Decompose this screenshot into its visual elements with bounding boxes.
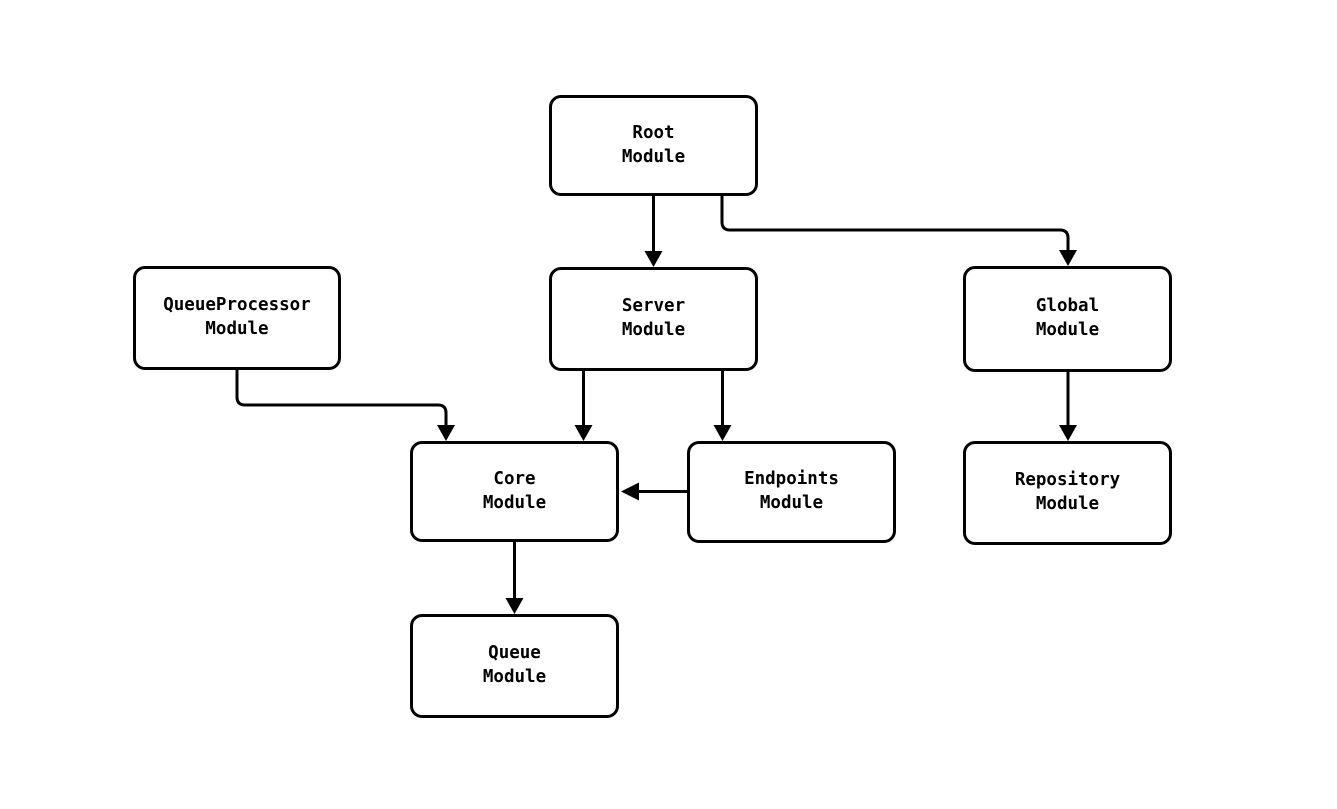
edge-queueprocessor-to-core — [235, 370, 455, 441]
arrowhead-icon — [1059, 425, 1077, 441]
edge-root-to-server — [644, 196, 663, 267]
arrowhead-icon — [1059, 250, 1077, 266]
arrowhead-icon — [621, 482, 639, 501]
edge-server-to-endpoints — [713, 371, 732, 441]
arrowhead-icon — [505, 598, 524, 614]
edge-root-to-global — [720, 196, 1077, 266]
node-label: Global Module — [1035, 296, 1100, 340]
node-label: Root Module — [621, 122, 686, 167]
node-label: Repository Module — [1014, 470, 1121, 514]
edge-endpoints-to-core — [621, 482, 687, 501]
node-endpoints-module[interactable]: Endpoints Module — [687, 441, 896, 543]
node-label: Endpoints Module — [744, 469, 839, 513]
arrowhead-icon — [437, 425, 455, 441]
arrowhead-icon — [574, 425, 593, 441]
node-label: Queue Module — [482, 643, 547, 687]
node-label: Server Module — [621, 296, 686, 340]
edge-line — [235, 370, 448, 425]
arrowhead-icon — [713, 425, 732, 441]
node-global-module[interactable]: Global Module — [963, 266, 1172, 372]
edge-server-to-core — [574, 371, 593, 441]
edge-global-to-repository — [1059, 372, 1077, 441]
node-server-module[interactable]: Server Module — [549, 267, 758, 371]
arrowhead-icon — [644, 251, 663, 267]
node-repository-module[interactable]: Repository Module — [963, 441, 1172, 545]
node-core-module[interactable]: Core Module — [410, 441, 619, 542]
node-queue-module[interactable]: Queue Module — [410, 614, 619, 718]
node-label: Core Module — [482, 468, 547, 513]
edge-core-to-queue — [505, 542, 524, 614]
node-queueprocessor-module[interactable]: QueueProcessor Module — [133, 266, 341, 370]
node-label: QueueProcessor Module — [163, 295, 311, 339]
node-root-module[interactable]: Root Module — [549, 95, 758, 196]
edge-line — [720, 196, 1070, 250]
